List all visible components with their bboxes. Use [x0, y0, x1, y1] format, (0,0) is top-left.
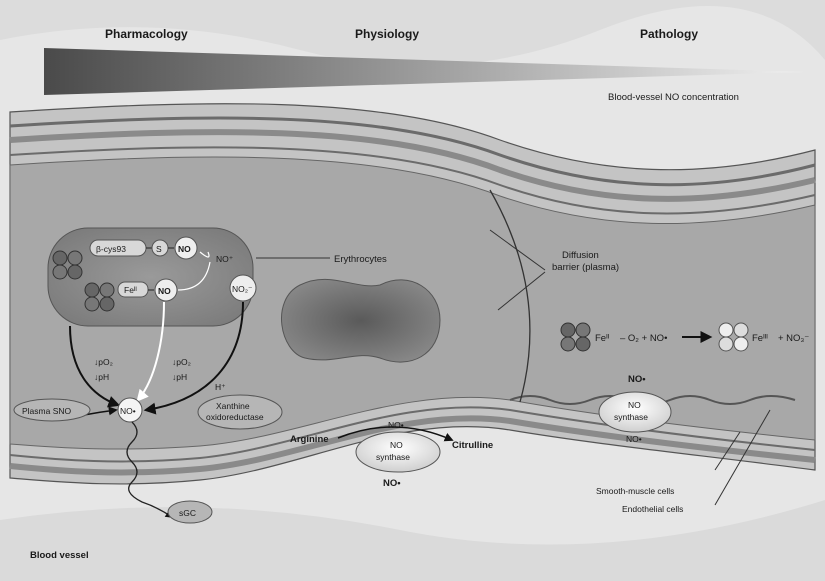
fe-ii-label: Feᴵᴵ: [124, 285, 137, 295]
no-node-top-label: NO: [178, 244, 191, 254]
endothelial-label: Endothelial cells: [622, 504, 683, 514]
label-pharmacology: Pharmacology: [105, 27, 188, 41]
beta-cys93-label: β-cys93: [96, 244, 126, 254]
nos-right-synthase-label: synthase: [614, 412, 648, 422]
plasma-sno-label: Plasma SNO: [22, 406, 72, 416]
no-plus-label: NO⁺: [216, 254, 234, 264]
citrulline-label: Citrulline: [452, 440, 493, 451]
reaction-fe-ii: Feᴵᴵ: [595, 333, 610, 344]
xanthine-label-2: oxidoreductase: [206, 412, 264, 422]
xanthine-label-1: Xanthine: [216, 401, 250, 411]
label-pathology: Pathology: [640, 27, 698, 41]
nos-right-no-label: NO: [628, 400, 641, 410]
po2-right: ↓pO₂: [172, 357, 191, 367]
no-radical-label: NO•: [120, 406, 136, 416]
sgc-label: sGC: [179, 508, 196, 518]
h-plus: H⁺: [215, 382, 226, 392]
no-node-mid-label: NO: [158, 286, 171, 296]
sulfur-label: S: [156, 244, 162, 254]
nos-bottom-no-label: NO: [390, 440, 403, 450]
red-blood-cell: [281, 279, 440, 362]
nos-bottom-no-out: NO•: [383, 478, 401, 489]
nos-bottom-no-top: NO•: [388, 420, 404, 430]
erythrocytes-label: Erythrocytes: [334, 254, 387, 265]
diffusion-label-1: Diffusion: [562, 250, 599, 261]
reaction-fe-iii: Feᴵᴵᴵ: [752, 333, 768, 344]
arginine-label: Arginine: [290, 434, 329, 445]
nos-right-no-bottom: NO•: [626, 434, 642, 444]
po2-left: ↓pO₂: [94, 357, 113, 367]
reaction-no3: + NO₃⁻: [778, 333, 809, 344]
gradient-caption: Blood-vessel NO concentration: [608, 92, 739, 103]
reaction-o2-no: – O₂ + NO•: [620, 333, 667, 344]
ph-right: ↓pH: [172, 372, 187, 382]
no2-label: NO₂⁻: [232, 284, 253, 294]
ph-left: ↓pH: [94, 372, 109, 382]
nos-bottom-synthase-label: synthase: [376, 452, 410, 462]
blood-vessel-label: Blood vessel: [30, 550, 89, 561]
diffusion-label-2: barrier (plasma): [552, 262, 619, 273]
label-physiology: Physiology: [355, 27, 419, 41]
nos-right-no-top: NO•: [628, 374, 646, 385]
smooth-muscle-label: Smooth-muscle cells: [596, 486, 674, 496]
